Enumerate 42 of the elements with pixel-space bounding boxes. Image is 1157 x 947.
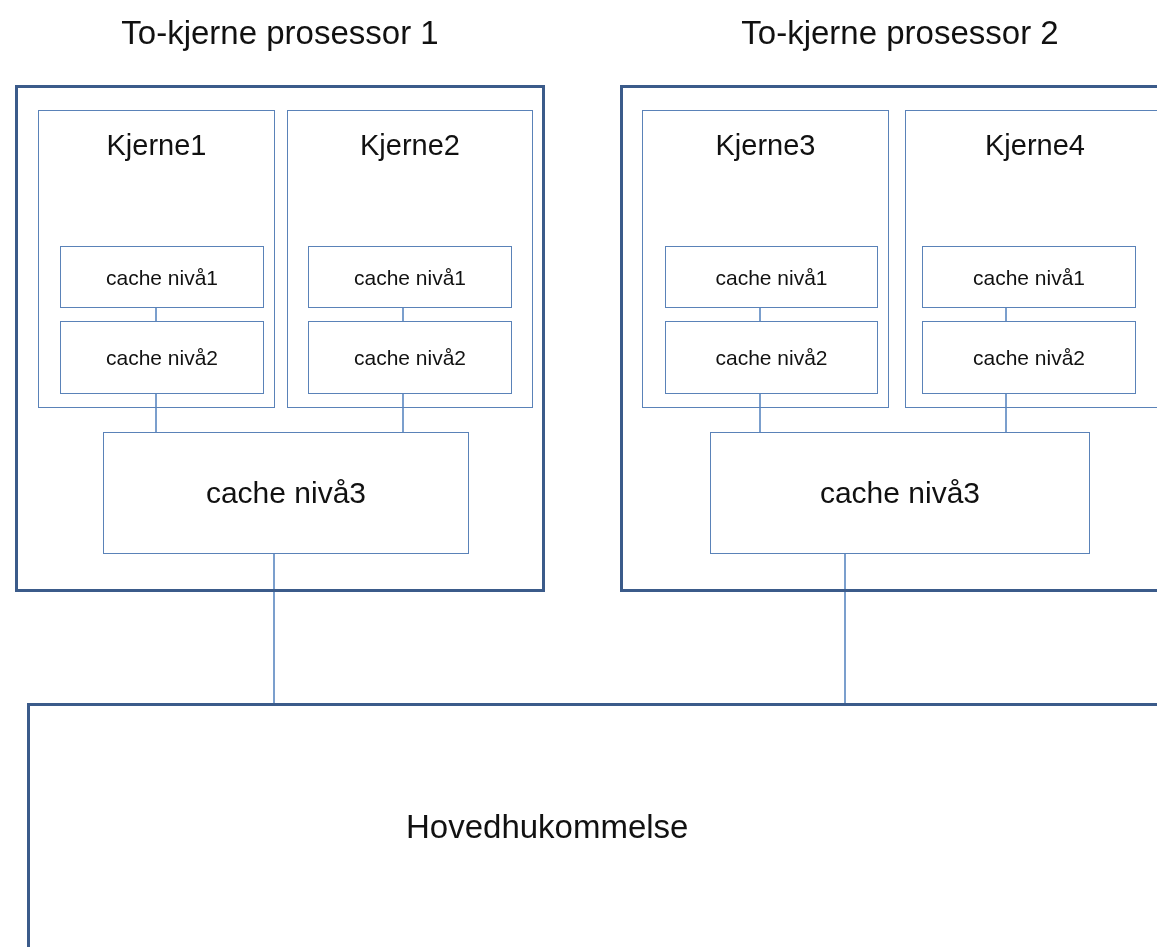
processor-heading: To-kjerne prosessor 2 xyxy=(740,16,1060,49)
cache-box xyxy=(60,246,264,308)
connector-line xyxy=(759,393,761,433)
cache-box xyxy=(710,432,1090,554)
connector-line xyxy=(402,393,404,433)
connector-line xyxy=(402,307,404,322)
connector-line xyxy=(273,553,275,704)
processor-heading: To-kjerne prosessor 1 xyxy=(120,16,440,49)
box-label: cache nivå1 xyxy=(353,266,467,288)
connector-line xyxy=(759,307,761,322)
cache-box xyxy=(308,246,512,308)
box-label: Hovedhukommelse xyxy=(406,810,689,843)
box-label: cache nivå1 xyxy=(715,266,828,288)
core-box xyxy=(287,110,533,408)
core-box xyxy=(642,110,889,408)
box-label: Kjerne4 xyxy=(985,131,1085,160)
box-label: Kjerne2 xyxy=(360,131,460,160)
box-label: cache nivå2 xyxy=(353,347,467,368)
cache-box xyxy=(922,321,1136,394)
box-label: cache nivå2 xyxy=(105,347,219,368)
memory-box xyxy=(27,703,1157,947)
box-label: cache nivå1 xyxy=(105,266,219,288)
connector-line xyxy=(1005,393,1007,433)
cache-box xyxy=(308,321,512,394)
connector-line xyxy=(844,553,846,704)
cache-box xyxy=(665,321,878,394)
cache-box xyxy=(103,432,469,554)
cache-box xyxy=(922,246,1136,308)
box-label: Kjerne1 xyxy=(106,131,207,160)
box-label: cache nivå2 xyxy=(715,347,828,368)
box-label: cache nivå3 xyxy=(205,478,367,508)
cache-box xyxy=(60,321,264,394)
connector-line xyxy=(1005,307,1007,322)
connector-line xyxy=(155,307,157,322)
core-box xyxy=(38,110,275,408)
cache-box xyxy=(665,246,878,308)
box-label: cache nivå3 xyxy=(819,478,981,508)
box-label: cache nivå1 xyxy=(972,266,1086,288)
connector-line xyxy=(155,393,157,433)
core-box xyxy=(905,110,1157,408)
box-label: Kjerne3 xyxy=(715,131,816,160)
box-label: cache nivå2 xyxy=(972,347,1086,368)
